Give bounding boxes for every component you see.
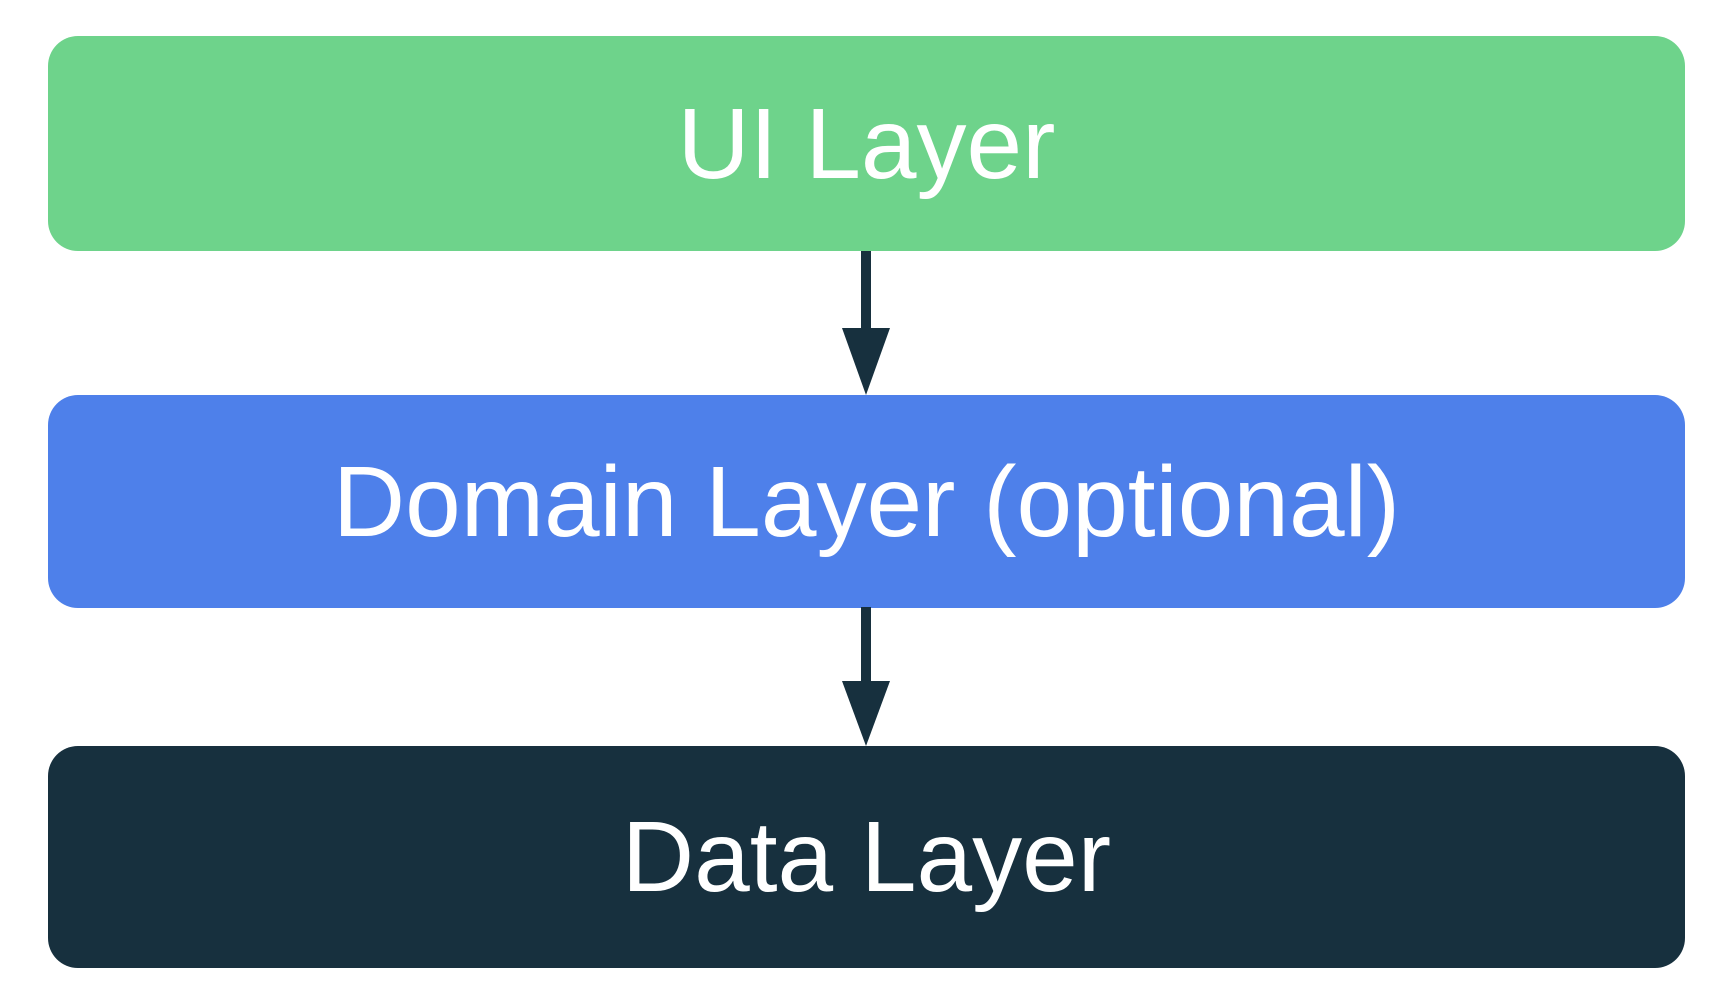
data-layer-box: Data Layer [48, 746, 1685, 968]
ui-layer-box: UI Layer [48, 36, 1685, 251]
arrow-stem [861, 607, 871, 689]
arrow-head [842, 328, 890, 395]
arrow-head [842, 681, 890, 746]
data-layer-label: Data Layer [621, 801, 1112, 913]
arrow-down-icon [842, 251, 890, 395]
domain-layer-label: Domain Layer (optional) [332, 445, 1401, 558]
arrow-down-icon [842, 607, 890, 746]
arrow-stem [861, 251, 871, 336]
domain-layer-box: Domain Layer (optional) [48, 395, 1685, 608]
ui-layer-label: UI Layer [677, 87, 1056, 200]
